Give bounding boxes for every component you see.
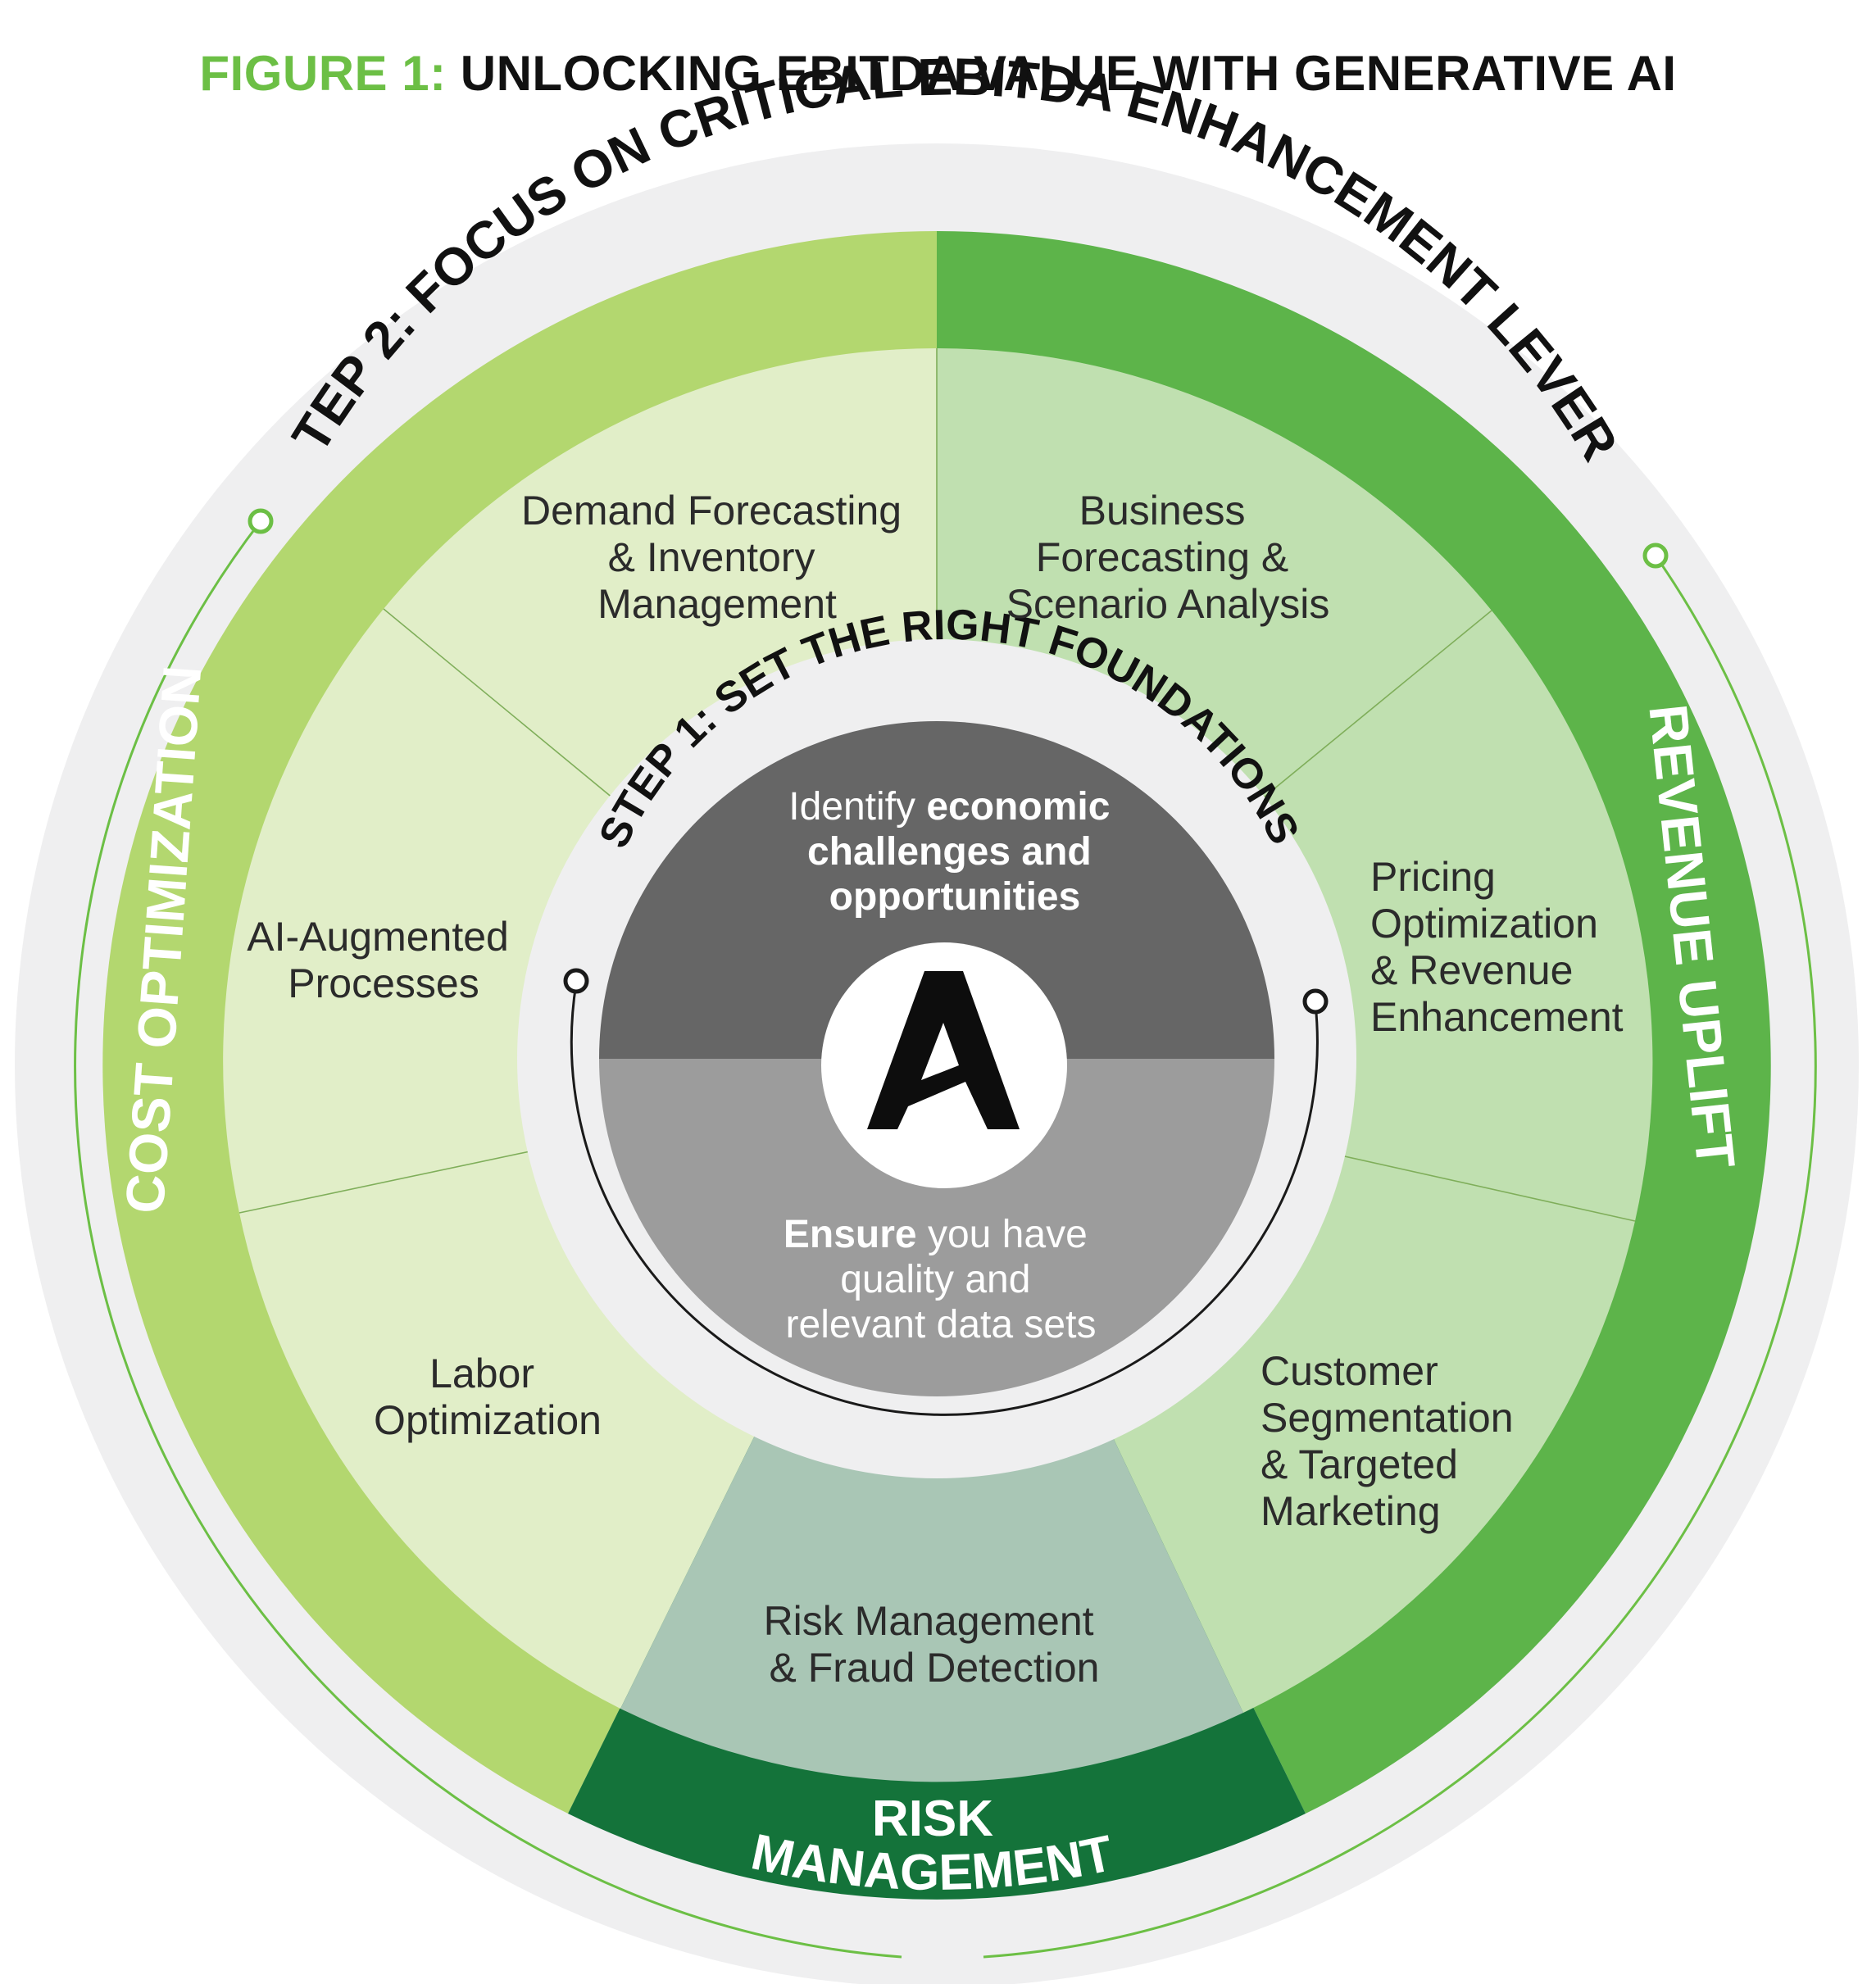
left-connector-arc bbox=[74, 520, 902, 1959]
customer-segmentation-label: Customer Segmentation & Targeted Marketi… bbox=[1261, 1348, 1524, 1534]
business-forecasting-label: Business Forecasting & Scenario Analysis bbox=[1006, 488, 1330, 627]
ai-augmented-label: AI-Augmented Processes bbox=[247, 914, 520, 1006]
figure-title-lead: FIGURE 1: bbox=[199, 46, 447, 101]
risk-management-label-line1: RISK bbox=[872, 1791, 993, 1847]
risk-fraud-label: Risk Management & Fraud Detection bbox=[764, 1598, 1106, 1691]
figure-title-text: UNLOCKING EBITDA VALUE WITH GENERATIVE A… bbox=[460, 46, 1677, 101]
core-right-dot bbox=[1302, 988, 1329, 1015]
left-connector-dot bbox=[248, 508, 274, 534]
right-connector-dot bbox=[1642, 543, 1669, 569]
core-left-dot bbox=[563, 968, 589, 994]
core-connector-arc bbox=[570, 983, 1319, 1416]
core-identify-text: Identify economic challenges and opportu… bbox=[788, 785, 1121, 919]
labor-optimization-label: Labor Optimization bbox=[374, 1351, 602, 1443]
pricing-optimization-label: Pricing Optimization & Revenue Enhanceme… bbox=[1370, 854, 1624, 1040]
core-ensure-text: Ensure you have quality and relevant dat… bbox=[784, 1213, 1098, 1346]
demand-forecasting-label: Demand Forecasting & Inventory Managemen… bbox=[521, 488, 913, 627]
logo-icon bbox=[867, 971, 1020, 1129]
right-connector-arc bbox=[983, 555, 1817, 1959]
figure-title: FIGURE 1: UNLOCKING EBITDA VALUE WITH GE… bbox=[0, 45, 1876, 102]
